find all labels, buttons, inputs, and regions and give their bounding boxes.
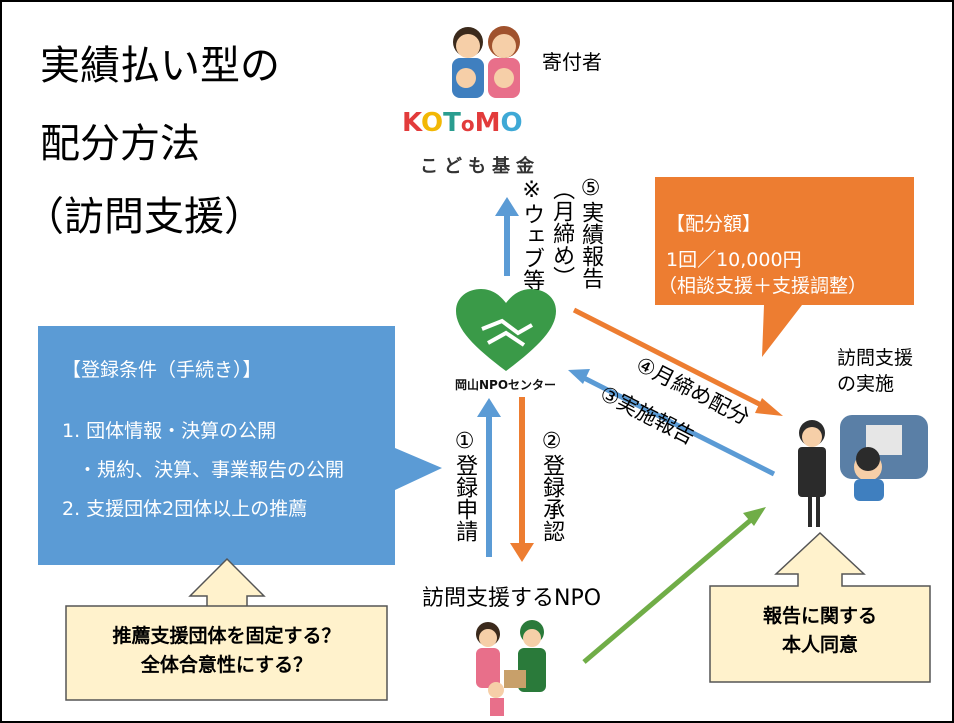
green-arrow-line — [582, 517, 754, 664]
step5-arrow-shaft — [504, 214, 510, 276]
visit-label-line-1: 訪問支援 — [837, 347, 914, 369]
title-line-1: 実績払い型の — [40, 43, 280, 89]
step5-sub: （月締め） — [549, 178, 575, 288]
heart-logo — [456, 289, 556, 371]
note-left-line-2: 全体合意性にする？ — [140, 653, 313, 676]
title-line-2: 配分方法 — [40, 121, 200, 167]
step1-arrow-shaft — [486, 415, 492, 557]
center-logo-text: 岡山NPOセンター — [455, 378, 557, 392]
registration-callout-shape — [38, 326, 442, 565]
right-note-shape — [709, 531, 931, 683]
visit-label: 訪問支援 の実施 — [837, 346, 913, 397]
left-note-shape — [65, 557, 388, 701]
step1-arrow-head — [477, 398, 501, 417]
registration-title: 【登録条件（手続き）】 — [62, 359, 262, 381]
registration-item-3: 2. 支援団体2団体以上の推薦 — [62, 498, 308, 520]
visit-label-line-2: の実施 — [837, 372, 895, 395]
amount-line-2: （相談支援＋支援調整） — [658, 275, 868, 297]
amount-line-1: 1回／10,000円 — [666, 249, 802, 271]
step2-arrow-head — [510, 543, 534, 562]
step2-label: ②登録承認 — [539, 429, 565, 542]
registration-item-2: ・規約、決算、事業報告の公開 — [78, 459, 345, 481]
step4-arrow-head — [755, 398, 783, 416]
step4-arrow-line — [572, 307, 769, 411]
note-right: 報告に関する 本人同意 — [710, 602, 930, 659]
visit-illustration — [798, 415, 928, 527]
step5-note: ※ウェブ等 — [519, 178, 545, 291]
step5-arrow-head — [495, 197, 519, 216]
donor-family-illustration — [452, 26, 520, 98]
step5-label: ⑤実績報告 — [578, 176, 604, 289]
title-line-3: （訪問支援） — [24, 194, 264, 240]
npo-label: 訪問支援するNPO — [422, 586, 602, 611]
amount-callout-shape — [655, 177, 914, 357]
step3-arrow-head — [568, 369, 590, 384]
kotomo-subtitle: こども基金 — [420, 156, 540, 177]
donor-label: 寄付者 — [542, 50, 602, 74]
green-arrow-head — [743, 507, 766, 526]
amount-title: 【配分額】 — [666, 213, 762, 235]
step1-label: ①登録申請 — [452, 429, 478, 542]
npo-illustration — [476, 620, 546, 716]
note-right-line-2: 本人同意 — [781, 633, 858, 656]
step2-arrow-shaft — [519, 397, 525, 545]
step3-arrow-line — [582, 375, 776, 477]
kotomo-logo: KOToMO — [402, 108, 523, 138]
note-left-line-1: 推薦支援団体を固定する？ — [112, 625, 341, 647]
note-right-line-1: 報告に関する — [762, 605, 877, 627]
registration-item-1: 1. 団体情報・決算の公開 — [62, 420, 277, 442]
note-left: 推薦支援団体を固定する？ 全体合意性にする？ — [66, 622, 387, 679]
